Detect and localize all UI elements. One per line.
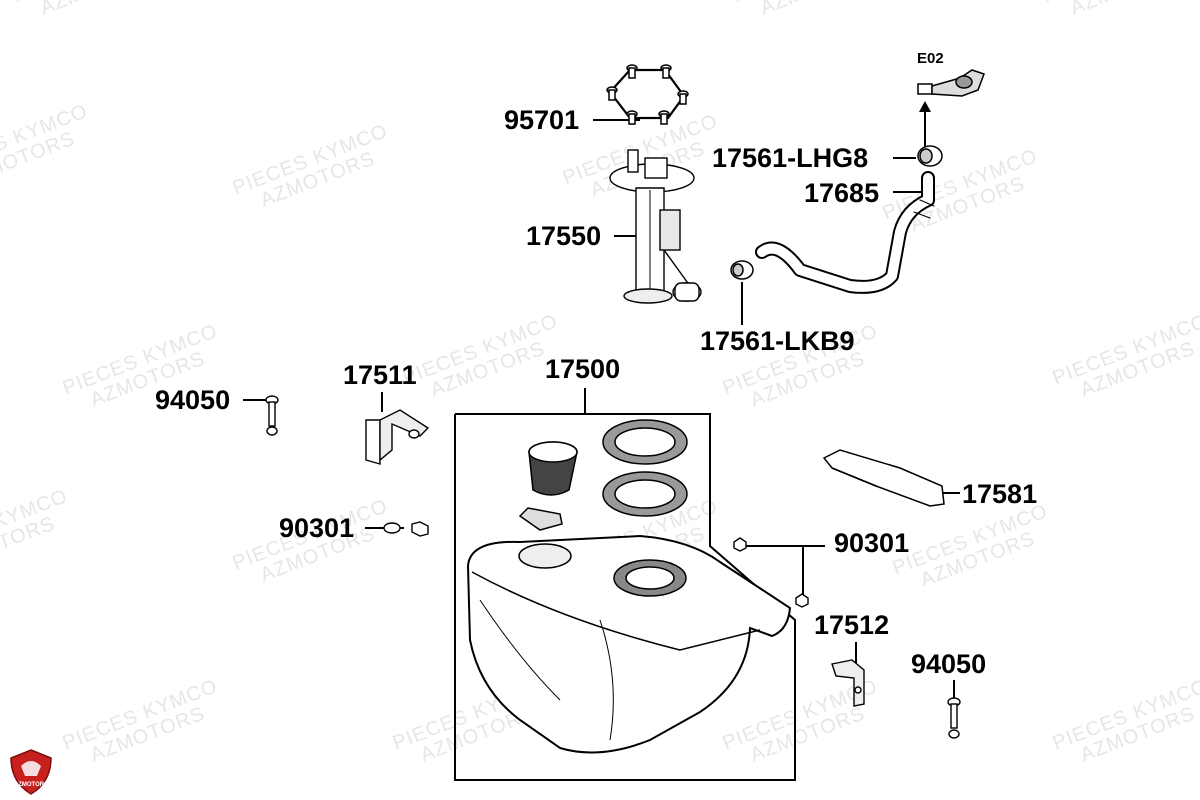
tank-cover-strip <box>822 449 945 507</box>
arrow-head-icon <box>919 101 931 112</box>
azmotors-logo: AZMOTORS <box>10 749 52 795</box>
part-label-17512: 17512 <box>814 610 890 640</box>
part-label-17561-lhg8: 17561-LHG8 <box>712 143 869 173</box>
part-label-90301-right: 90301 <box>834 528 910 558</box>
part-label-17550: 17550 <box>526 221 602 251</box>
breather-hose <box>755 171 935 294</box>
logo-text: AZMOTORS <box>14 782 48 788</box>
part-label-94050-left: 94050 <box>155 385 231 415</box>
part-label-17561-lkb9: 17561-LKB9 <box>700 326 855 356</box>
logo-emblem <box>21 761 41 776</box>
part-label-17581: 17581 <box>962 479 1038 509</box>
pump-screw-set <box>606 64 689 125</box>
fuel-tank-parts <box>466 419 792 754</box>
bolt-left <box>265 395 279 436</box>
nut-right <box>733 537 809 608</box>
tank-bracket-left <box>365 409 430 465</box>
tank-bracket-right <box>831 659 865 707</box>
part-label-17511: 17511 <box>343 360 417 390</box>
leader-lines <box>243 110 960 698</box>
tank-group-bracket <box>454 413 796 781</box>
nut-left <box>383 521 429 537</box>
fuel-pump-assembly <box>609 149 702 304</box>
hose-clamp-lower <box>730 260 754 280</box>
part-label-94050-right: 94050 <box>911 649 987 679</box>
hose-clamp-upper <box>917 145 943 167</box>
part-label-95701: 95701 <box>504 105 580 135</box>
part-label-e02: E02 <box>917 50 944 67</box>
breather-connector <box>917 69 985 97</box>
part-label-17685: 17685 <box>804 178 880 208</box>
part-label-90301-left: 90301 <box>279 513 355 543</box>
part-label-17500: 17500 <box>545 354 621 384</box>
bolt-right <box>947 697 961 739</box>
